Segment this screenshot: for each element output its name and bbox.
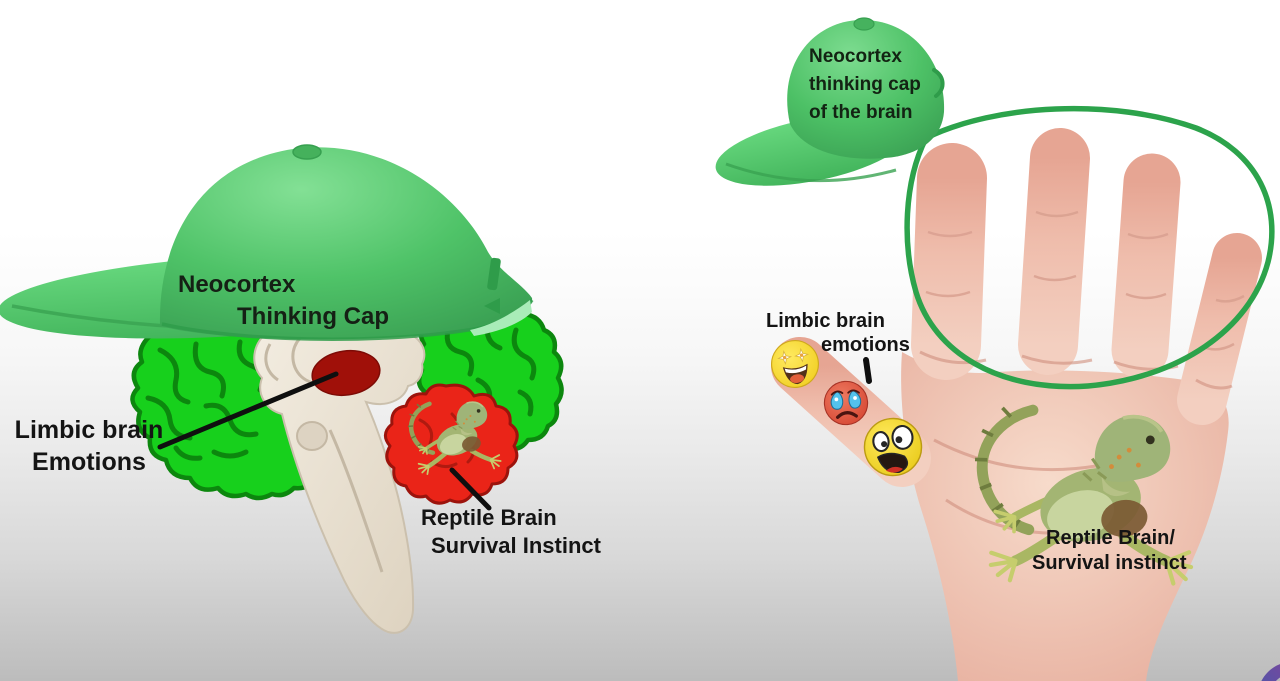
thinking-cap-small-icon bbox=[715, 17, 945, 186]
ring-finger bbox=[1111, 153, 1181, 379]
left-brain-diagram bbox=[0, 144, 564, 634]
reptile-brain-icon bbox=[384, 383, 519, 505]
right-cap-label: Neocortex thinking cap of the brain bbox=[809, 43, 921, 127]
right-cap-label-line2: thinking cap bbox=[809, 74, 921, 95]
middle-finger bbox=[1018, 128, 1090, 375]
left-limbic-label-line2: Emotions bbox=[32, 448, 146, 476]
left-reptile-label-line1: Reptile Brain bbox=[421, 505, 557, 530]
right-hand-diagram bbox=[715, 17, 1275, 681]
limbic-icon bbox=[311, 349, 381, 397]
left-reptile-label-line2: Survival Instinct bbox=[431, 533, 601, 558]
thinking-cap-icon bbox=[0, 144, 534, 341]
left-limbic-label: Limbic brain Emotions bbox=[4, 414, 174, 478]
index-finger bbox=[911, 143, 987, 380]
logo-icon bbox=[1261, 664, 1280, 681]
right-limbic-label-line1: Limbic brain bbox=[766, 310, 885, 332]
right-cap-label-line1: Neocortex bbox=[809, 46, 902, 67]
cap-button bbox=[292, 144, 322, 160]
right-limbic-label-line2: emotions bbox=[821, 334, 910, 356]
left-cap-label-line2: Thinking Cap bbox=[237, 303, 389, 330]
knuckle-creases bbox=[836, 210, 1245, 406]
pinky-finger bbox=[1177, 233, 1262, 425]
reptile-pointer-line bbox=[449, 467, 492, 511]
right-reptile-label-line1: Reptile Brain/ bbox=[1046, 527, 1175, 549]
right-reptile-label-line2: Survival instinct bbox=[1032, 552, 1187, 574]
left-cap-label-line1: Neocortex bbox=[178, 271, 296, 298]
cap-button-small bbox=[853, 17, 875, 31]
left-limbic-label-line1: Limbic brain bbox=[14, 416, 164, 444]
emotions-pointer-tick bbox=[863, 357, 872, 384]
limbic-pointer-line bbox=[157, 371, 339, 450]
right-cap-label-line3: of the brain bbox=[809, 102, 913, 123]
